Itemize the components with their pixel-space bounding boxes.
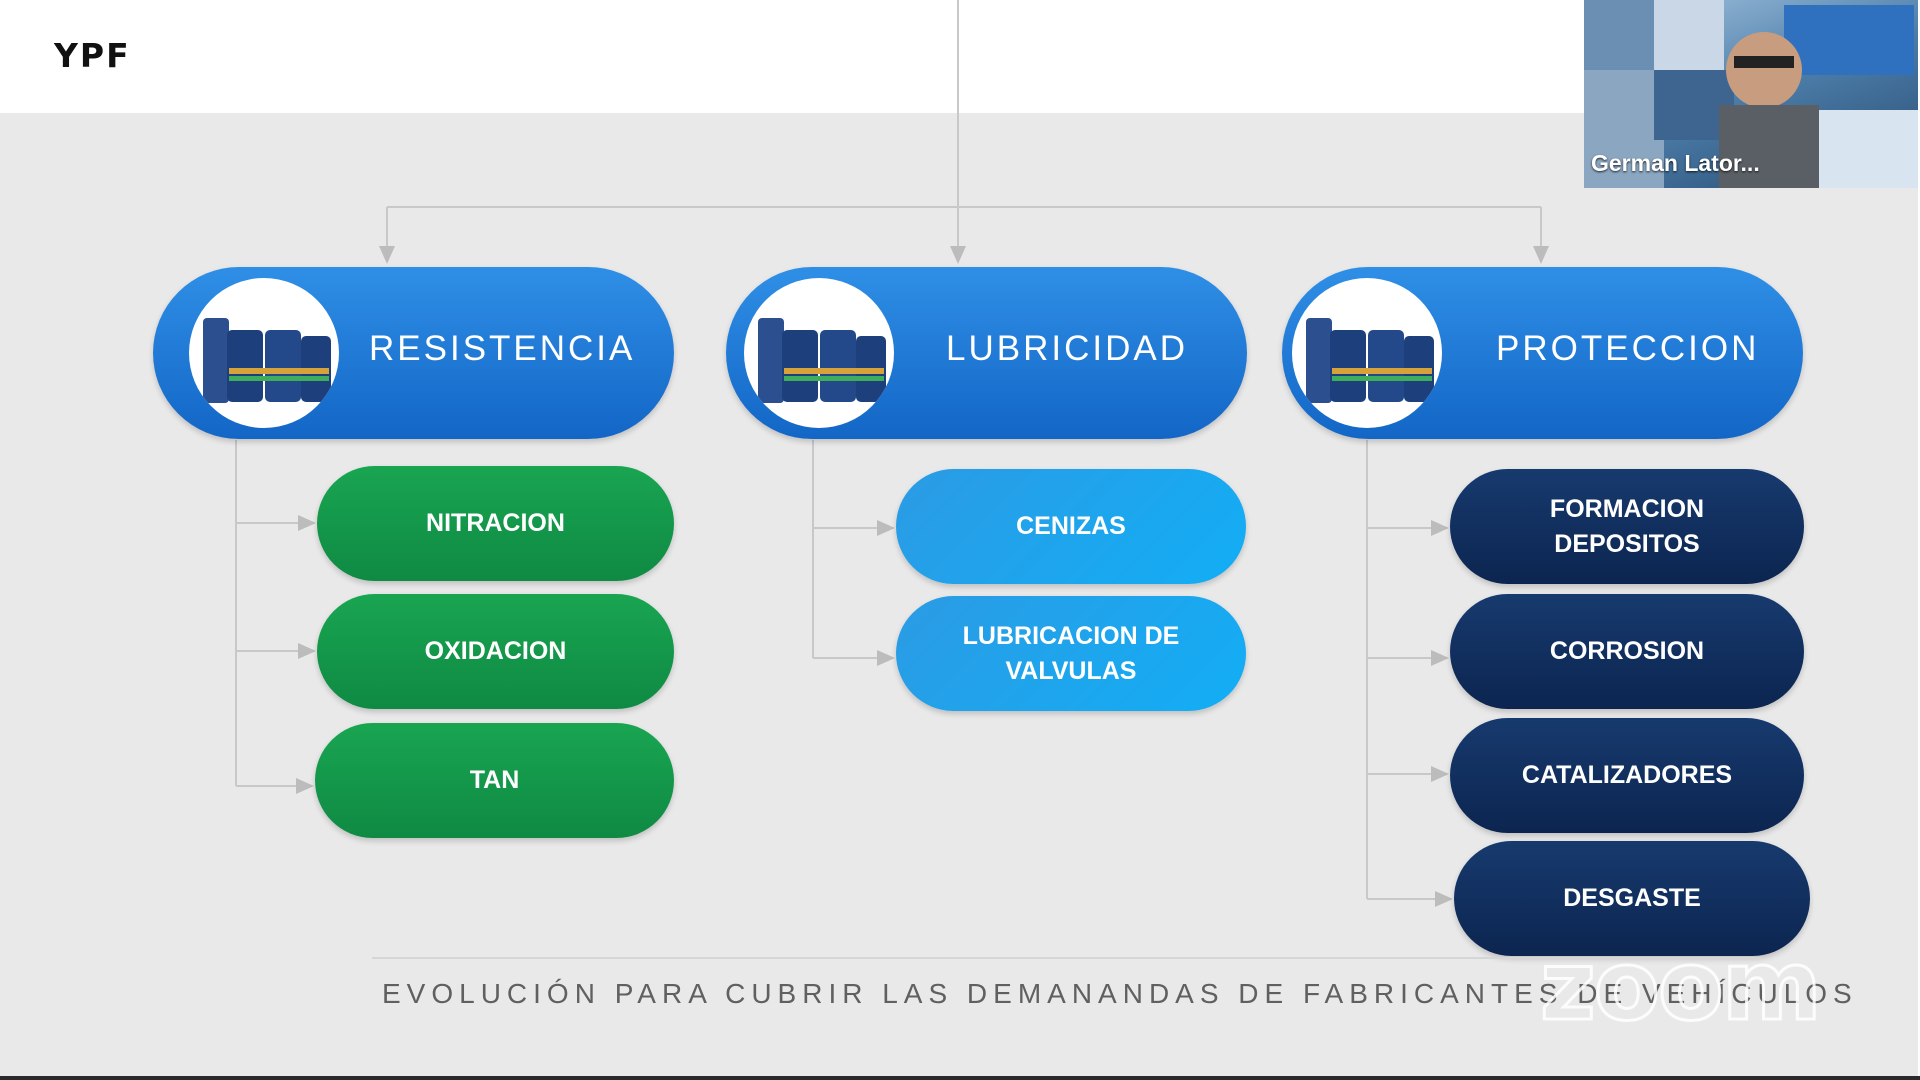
- item-lubricacion-de-valvulas: LUBRICACION DE VALVULAS: [896, 596, 1246, 711]
- item-oxidacion: OXIDACION: [317, 594, 674, 709]
- product-cans-icon: [758, 318, 886, 403]
- category-proteccion: PROTECCION: [1282, 267, 1803, 439]
- product-image: [744, 278, 894, 428]
- product-cans-icon: [1306, 318, 1434, 403]
- product-image: [1292, 278, 1442, 428]
- bottom-border: [0, 1076, 1920, 1080]
- slide-caption: EVOLUCIÓN PARA CUBRIR LAS DEMANANDAS DE …: [382, 978, 1858, 1009]
- item-nitracion: NITRACION: [317, 466, 674, 581]
- ypf-logo: YPF: [54, 36, 131, 75]
- caption-divider: [372, 957, 1762, 959]
- category-title: LUBRICIDAD: [946, 329, 1188, 368]
- category-title: RESISTENCIA: [369, 329, 636, 368]
- category-lubricidad: LUBRICIDAD: [726, 267, 1247, 439]
- item-catalizadores: CATALIZADORES: [1450, 718, 1804, 833]
- product-cans-icon: [203, 318, 331, 403]
- zoom-watermark: zoom: [1539, 929, 1824, 1044]
- item-corrosion: CORROSION: [1450, 594, 1804, 709]
- item-desgaste: DESGASTE: [1454, 841, 1810, 956]
- item-formacion-depositos: FORMACION DEPOSITOS: [1450, 469, 1804, 584]
- participant-name: German Lator...: [1591, 150, 1760, 176]
- category-resistencia: RESISTENCIA: [153, 267, 674, 439]
- product-image: [189, 278, 339, 428]
- video-background: [1584, 0, 1918, 188]
- item-tan: TAN: [315, 723, 674, 838]
- participant-video[interactable]: German Lator...: [1584, 0, 1918, 188]
- category-title: PROTECCION: [1496, 329, 1760, 368]
- item-cenizas: CENIZAS: [896, 469, 1246, 584]
